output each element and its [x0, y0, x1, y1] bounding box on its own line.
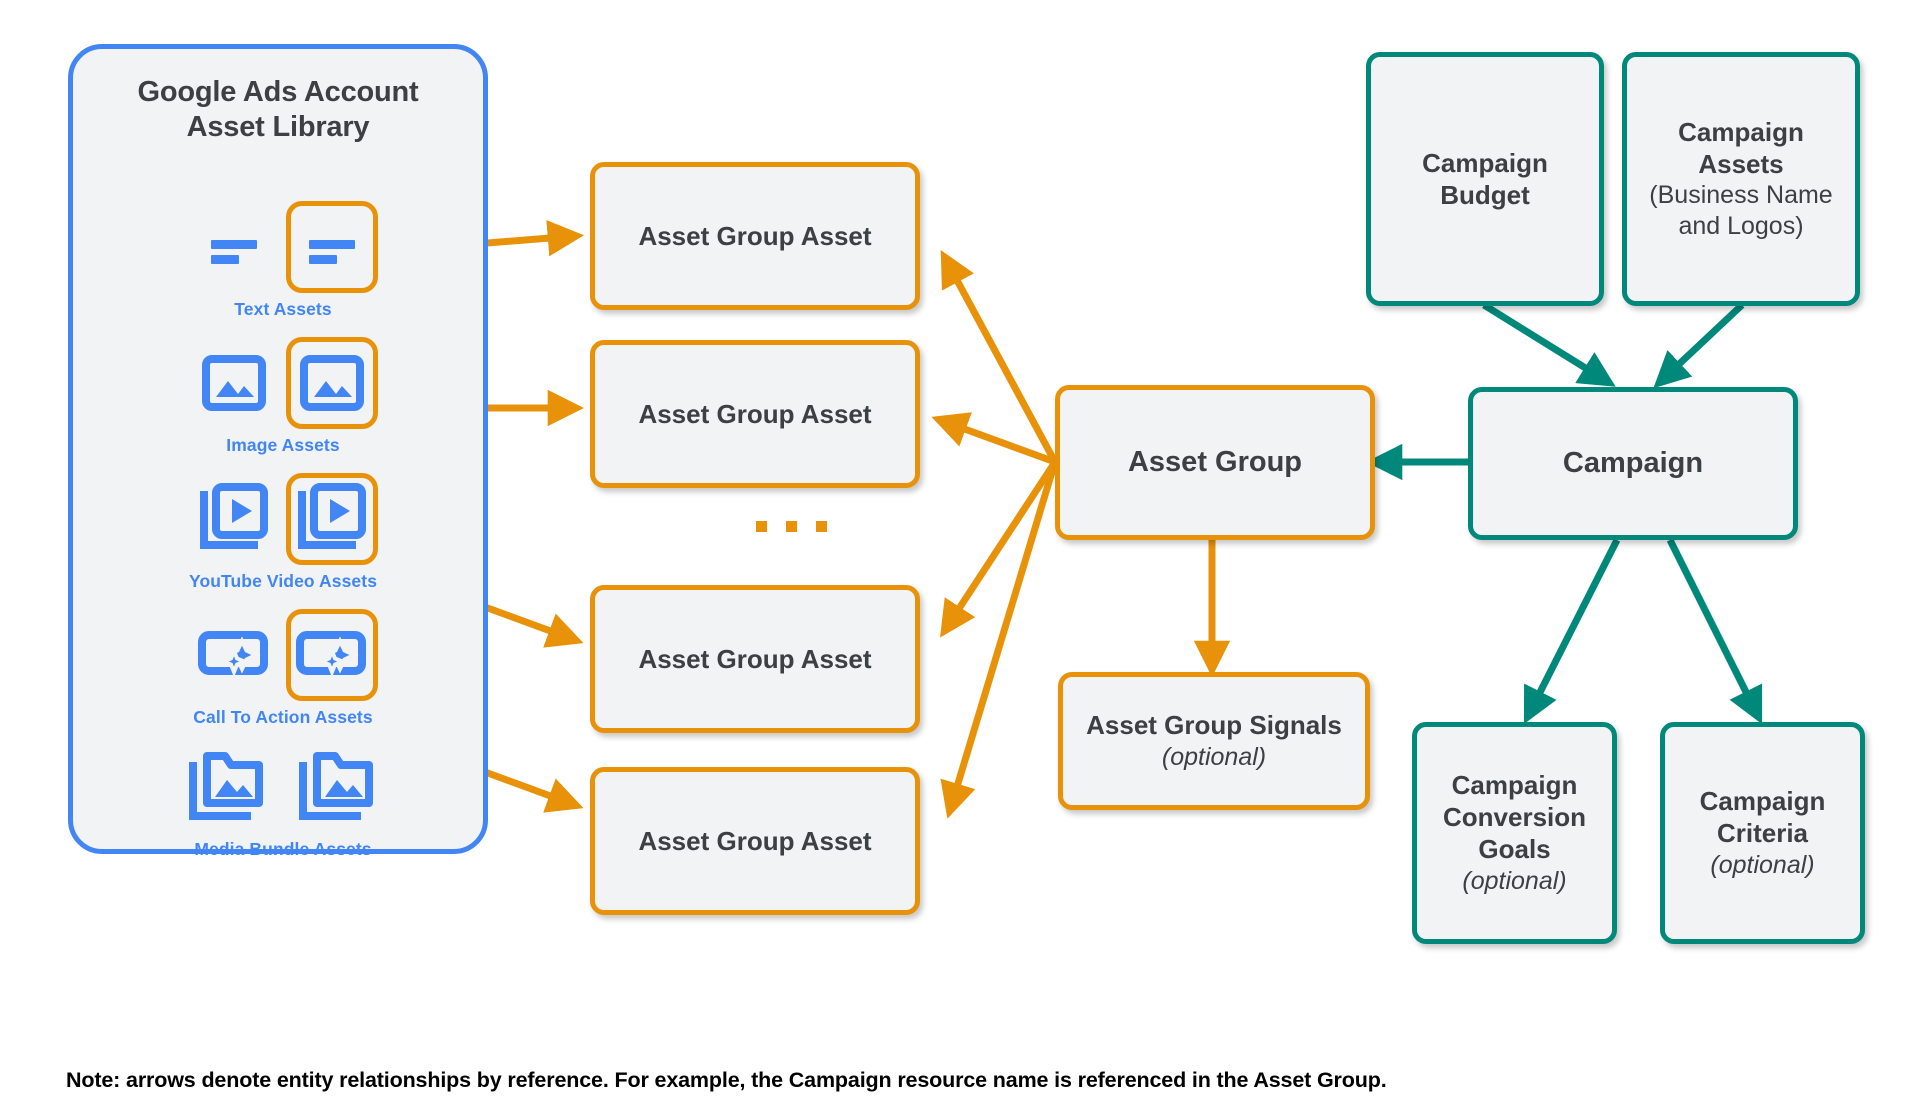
asset-group-signals-optional: (optional) — [1161, 743, 1267, 772]
text-asset-icon[interactable] — [188, 201, 280, 293]
asset-caption-text: Text Assets — [234, 299, 332, 319]
call-to-action-icon-highlighted[interactable] — [286, 609, 378, 701]
asset-group-box[interactable]: Asset Group — [1055, 385, 1375, 540]
edge-ag-to-aga2 — [931, 412, 1057, 466]
asset-icons-text — [73, 199, 493, 295]
asset-library-panel: Google Ads Account Asset Library — [68, 44, 488, 859]
asset-row-text: Text Assets — [73, 199, 493, 320]
media-bundle-icon-2[interactable] — [292, 741, 384, 833]
library-title: Google Ads Account Asset Library — [73, 75, 483, 146]
asset-icons-cta — [73, 607, 493, 703]
asset-icons-video — [73, 471, 493, 567]
video-asset-icon-highlighted[interactable] — [286, 473, 378, 565]
campaign-criteria-optional: (optional) — [1710, 851, 1815, 880]
asset-group-asset-label-4: Asset Group Asset — [638, 825, 872, 856]
ellipsis-more-asset-group-assets — [756, 521, 827, 532]
library-title-line1: Google Ads Account — [137, 76, 419, 108]
library-title-line2: Asset Library — [186, 111, 370, 144]
image-asset-icon[interactable] — [188, 337, 280, 429]
campaign-criteria-box[interactable]: Campaign Criteria (optional) — [1660, 722, 1865, 944]
asset-caption-cta: Call To Action Assets — [193, 707, 373, 727]
text-asset-icon-highlighted[interactable] — [286, 201, 378, 293]
asset-group-asset-box-3[interactable]: Asset Group Asset — [590, 585, 920, 733]
asset-row-cta: Call To Action Assets — [73, 607, 493, 728]
campaign-conversion-goals-optional: (optional) — [1462, 867, 1567, 896]
campaign-assets-label: Campaign Assets (Business Name and Logos… — [1627, 116, 1855, 242]
edge-ag-to-aga3 — [940, 460, 1058, 638]
campaign-conversion-goals-label: Campaign Conversion Goals (optional) — [1417, 769, 1612, 898]
campaign-assets-subtitle: (Business Name and Logos) — [1649, 181, 1833, 241]
asset-group-asset-label-1: Asset Group Asset — [638, 220, 872, 251]
asset-group-signals-title: Asset Group Signals — [1086, 709, 1342, 740]
campaign-box[interactable]: Campaign — [1468, 387, 1798, 540]
campaign-conversion-goals-box[interactable]: Campaign Conversion Goals (optional) — [1412, 722, 1617, 944]
asset-icons-media-bundle — [73, 739, 493, 835]
call-to-action-icon[interactable] — [188, 609, 280, 701]
edge-ag-to-aga4 — [940, 460, 1059, 819]
asset-caption-image: Image Assets — [226, 435, 340, 455]
asset-group-asset-label-2: Asset Group Asset — [638, 398, 872, 429]
asset-caption-video: YouTube Video Assets — [188, 571, 378, 591]
asset-row-image: Image Assets — [73, 335, 493, 456]
campaign-conversion-goals-title: Campaign Conversion Goals — [1442, 769, 1587, 865]
asset-icons-image — [73, 335, 493, 431]
edge-budget-to-campaign — [1482, 302, 1616, 387]
campaign-budget-label: Campaign Budget — [1422, 147, 1548, 210]
campaign-label: Campaign — [1562, 446, 1704, 479]
campaign-budget-box[interactable]: Campaign Budget — [1366, 52, 1604, 306]
image-asset-icon-highlighted[interactable] — [286, 337, 378, 429]
asset-caption-media-bundle: Media Bundle Assets — [194, 839, 372, 859]
asset-row-media-bundle: Media Bundle Assets — [73, 739, 493, 860]
asset-group-signals-box[interactable]: Asset Group Signals (optional) — [1058, 672, 1370, 810]
edge-campaign-to-criteria — [1666, 538, 1763, 725]
footnote-text: Note: arrows denote entity relationships… — [66, 1068, 1387, 1092]
ellipsis-dot-2 — [786, 521, 797, 532]
asset-group-label: Asset Group — [1127, 445, 1303, 478]
asset-group-asset-box-1[interactable]: Asset Group Asset — [590, 162, 920, 310]
asset-group-asset-box-2[interactable]: Asset Group Asset — [590, 340, 920, 488]
asset-group-signals-label: Asset Group Signals (optional) — [1076, 709, 1352, 773]
edge-campaign-to-conversion-goals — [1523, 538, 1621, 725]
edge-ag-to-aga1 — [940, 249, 1059, 464]
campaign-assets-box[interactable]: Campaign Assets (Business Name and Logos… — [1622, 52, 1860, 306]
video-asset-icon[interactable] — [188, 473, 280, 565]
campaign-criteria-label: Campaign Criteria (optional) — [1665, 785, 1860, 881]
asset-group-asset-box-4[interactable]: Asset Group Asset — [590, 767, 920, 915]
campaign-criteria-title: Campaign Criteria — [1699, 785, 1826, 848]
ellipsis-dot-3 — [816, 521, 827, 532]
ellipsis-dot-1 — [756, 521, 767, 532]
edge-campaign-assets-to-campaign — [1653, 302, 1745, 389]
campaign-assets-title: Campaign Assets — [1678, 116, 1804, 179]
asset-group-asset-label-3: Asset Group Asset — [638, 643, 872, 674]
asset-row-video: YouTube Video Assets — [73, 471, 493, 592]
media-bundle-icon[interactable] — [182, 741, 274, 833]
